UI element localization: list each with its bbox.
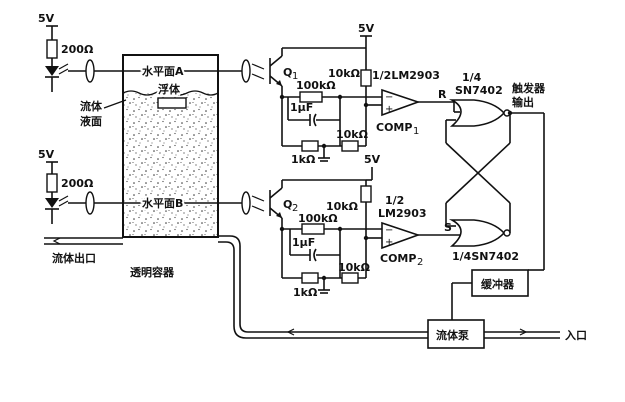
level-b-label: 水平面B [142, 196, 183, 210]
comparator-2 [381, 221, 421, 250]
r10k-2b-label: 10kΩ [338, 261, 371, 274]
level-a-label: 水平面A [142, 64, 184, 78]
resistor-100k-2 [301, 223, 325, 235]
r10k-2a-label: 10kΩ [326, 200, 359, 213]
led-source-top: 5V 200Ω [38, 12, 123, 92]
comp2-label: COMP [380, 252, 416, 265]
supply-label-top-left: 5V [38, 12, 55, 25]
supply-label-bottom-left: 5V [38, 148, 55, 161]
liquid-surface-label: 流体 液面 [80, 99, 106, 128]
lm-bottom-frac-label: 1/2 [385, 194, 404, 207]
r-pin-label: R [438, 88, 447, 101]
q2-label: Q [283, 198, 292, 211]
cap1-label: 1μF [290, 101, 313, 114]
float-body [157, 97, 187, 109]
led-icon [45, 198, 59, 208]
r1k-1-label: 1kΩ [291, 153, 316, 166]
lm-bottom-label: LM2903 [378, 207, 427, 220]
nor-gate-bottom [448, 219, 511, 247]
resistor-1k-1 [301, 140, 319, 152]
container-label: 透明容器 [130, 265, 175, 279]
supply-label-comp2: 5V [364, 153, 381, 166]
led-icon [45, 66, 59, 76]
buffer-box [471, 269, 529, 297]
fluid-outlet-label: 流体出口 [52, 251, 96, 265]
comp1-sub-label: 1 [413, 126, 419, 137]
q1-label: Q [283, 66, 292, 79]
lens-icon [85, 59, 95, 83]
r10k-1a-label: 10kΩ [328, 67, 361, 80]
transparent-container: 水平面A 水平面B 浮体 透明容器 [122, 54, 219, 279]
resistor-10k-2b [341, 272, 359, 284]
phototransistor-q2: Q 2 [218, 179, 366, 229]
comp2-plus: + [385, 237, 393, 248]
r10k-1b-label: 10kΩ [336, 128, 369, 141]
lm-top-label: 1/2LM2903 [372, 69, 440, 82]
resistor-200-top [46, 39, 58, 59]
sn-top-label: SN7402 [455, 84, 503, 97]
comparator-1 [381, 88, 421, 117]
lens-icon [85, 191, 95, 215]
container-outline [122, 54, 219, 238]
resistor-200-bottom [46, 173, 58, 193]
comp2-sub-label: 2 [417, 257, 423, 268]
q2-sub-label: 2 [292, 203, 298, 214]
resistor-1k-2 [301, 272, 319, 284]
cap2-label: 1μF [292, 236, 315, 249]
r100k-1-label: 100kΩ [296, 79, 336, 92]
nor-gate-top [448, 99, 511, 127]
q1-sub-label: 1 [292, 71, 298, 82]
r200-top-label: 200Ω [61, 43, 94, 56]
supply-label-comp1: 5V [358, 22, 375, 35]
comp1-plus: + [385, 104, 393, 115]
comp2-minus: − [385, 225, 393, 236]
resistor-10k-1b [341, 140, 359, 152]
trigger-output-label: 触发器 输出 [511, 81, 549, 109]
resistor-10k-2a [360, 185, 372, 203]
r100k-2-label: 100kΩ [298, 212, 338, 225]
comp1-label: COMP [376, 121, 412, 134]
led-source-bottom: 5V 200Ω [38, 148, 123, 224]
inlet-label: 入口 [565, 329, 587, 342]
resistor-10k-1a [360, 69, 372, 87]
pump-box [427, 319, 485, 349]
sn-top-frac-label: 1/4 [462, 71, 482, 84]
pump-label: 流体泵 [436, 328, 469, 342]
float-label: 浮体 [158, 82, 181, 96]
lens-icon [241, 59, 251, 83]
buffer-label: 缓冲器 [481, 277, 515, 291]
sn-bottom-label: 1/4SN7402 [452, 250, 519, 263]
resistor-100k-1 [299, 91, 323, 103]
r200-bottom-label: 200Ω [61, 177, 94, 190]
comp1-minus: − [385, 92, 393, 103]
lens-icon [241, 191, 251, 215]
s-pin-label: S [444, 221, 452, 234]
r1k-2-label: 1kΩ [293, 286, 318, 299]
phototransistor-q1: Q 1 [218, 47, 366, 97]
